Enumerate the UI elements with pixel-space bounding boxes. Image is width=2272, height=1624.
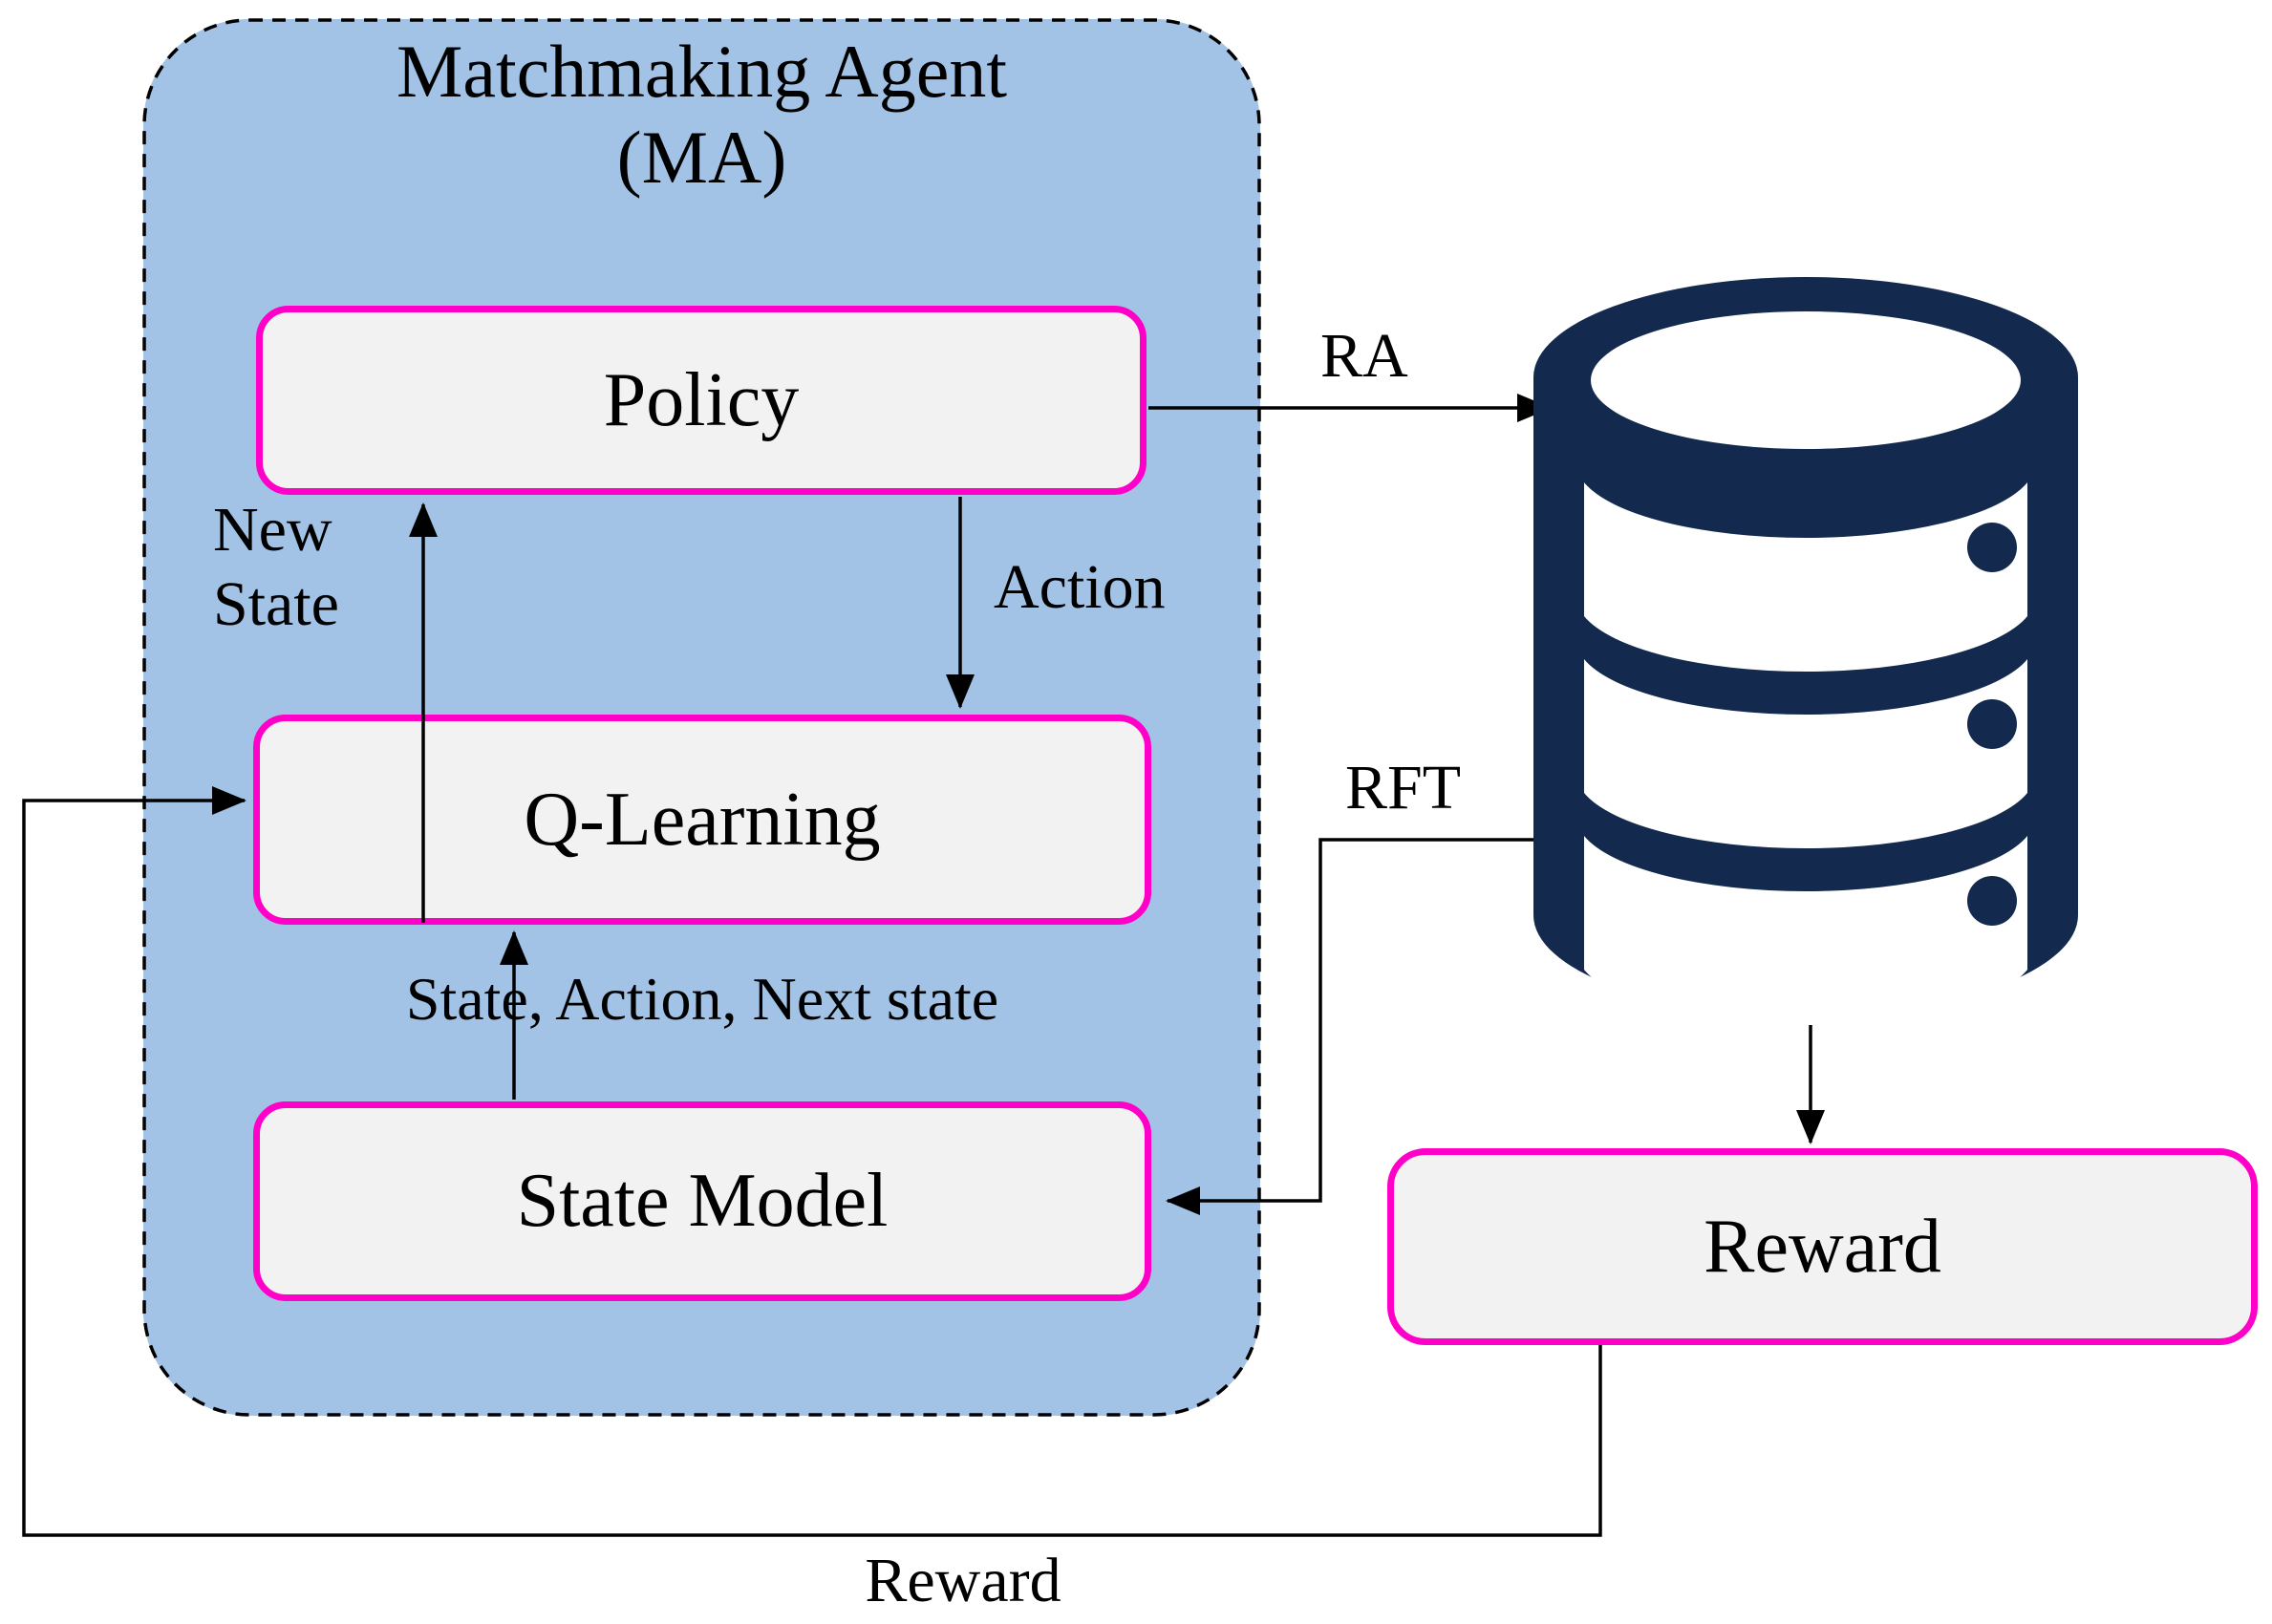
database-icon bbox=[1533, 277, 2078, 1026]
ma-title-line1: Matchmaking Agent bbox=[396, 30, 1008, 113]
ma-title-line2: (MA) bbox=[616, 116, 787, 200]
state-model-box: State Model bbox=[253, 1101, 1151, 1301]
policy-box: Policy bbox=[256, 306, 1147, 495]
ma-title: Matchmaking Agent (MA) bbox=[143, 29, 1260, 202]
q-learning-box: Q-Learning bbox=[253, 715, 1151, 925]
state-model-box-label: State Model bbox=[516, 1159, 889, 1243]
q-learning-box-label: Q-Learning bbox=[524, 777, 881, 862]
rft-label: RFT bbox=[1345, 753, 1462, 823]
new-state-label: New State bbox=[213, 495, 339, 639]
ra-label: RA bbox=[1320, 321, 1408, 391]
state-action-next-label: State, Action, Next state bbox=[405, 965, 999, 1033]
reward-feedback-label: Reward bbox=[865, 1546, 1061, 1615]
reward-box: Reward bbox=[1387, 1148, 2258, 1345]
action-label: Action bbox=[994, 552, 1166, 622]
reward-box-label: Reward bbox=[1704, 1204, 1941, 1289]
policy-box-label: Policy bbox=[603, 357, 800, 442]
